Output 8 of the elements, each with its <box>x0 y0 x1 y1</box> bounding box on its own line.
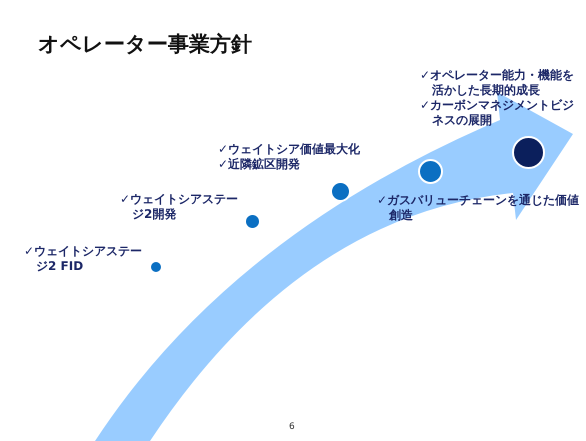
bullet-text: ✓近隣鉱区開発 <box>218 157 302 172</box>
page-number: 6 <box>289 422 295 432</box>
bullet-text: ✓ウェイトシアステージ2 FID <box>24 244 144 274</box>
slide-title: オペレーター事業方針 <box>38 31 252 58</box>
milestone-circle <box>149 260 163 274</box>
bullet-text: ✓オペレーター能力・機能を活かした長期的成長 <box>420 68 576 98</box>
bullet-text: ✓ウェイトシア価値最大化 <box>218 142 362 157</box>
bullet-text: ✓ウェイトシアステージ2開発 <box>120 192 240 222</box>
